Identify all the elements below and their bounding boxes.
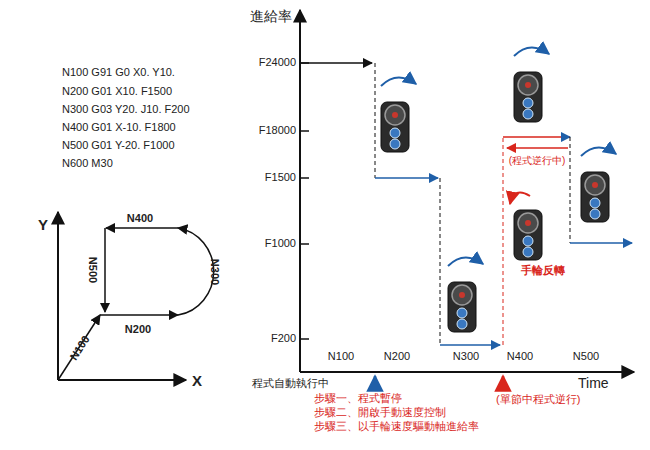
step-dash <box>375 63 376 178</box>
step-note: 步驟二、開啟手動速度控制 <box>314 406 446 419</box>
axis-title: 進給率 <box>250 8 292 25</box>
handwheel <box>514 210 542 260</box>
reverse-rotation-arrow <box>510 192 530 204</box>
tick-label: F1000 <box>265 237 296 250</box>
tick-label: F18000 <box>259 124 296 137</box>
rotation-arrow <box>514 47 549 56</box>
handwheel <box>381 102 409 152</box>
rotation-arrow <box>448 257 483 266</box>
program-line: N300 G03 Y20. J10. F200 <box>62 103 190 116</box>
rotation-arrow <box>581 147 616 156</box>
feed-trace <box>300 62 372 64</box>
tick <box>300 130 309 132</box>
block-label: N300 <box>207 259 220 285</box>
ticks <box>300 63 309 339</box>
tick <box>300 177 309 179</box>
state-note: 手輪反轉 <box>521 264 565 277</box>
event-arrow <box>502 376 505 388</box>
step-dash <box>570 137 571 243</box>
feed-axis <box>299 10 301 372</box>
tick-label: F200 <box>271 332 296 345</box>
program-line: N500 G01 Y-20. F1000 <box>62 139 175 152</box>
step-note: 步驟三、以手輪速度驅動軸進給率 <box>314 420 479 433</box>
tick <box>300 338 309 340</box>
block-label: N300 <box>453 350 479 363</box>
block-label: N200 <box>384 350 410 363</box>
step-dash <box>503 137 504 345</box>
block-label: N100 <box>67 333 92 362</box>
y-axis <box>57 212 59 380</box>
block-label: N500 <box>573 350 599 363</box>
feed-trace <box>570 242 632 244</box>
x-axis <box>58 379 186 381</box>
tick-label: F1500 <box>265 171 296 184</box>
feed-trace <box>503 136 570 138</box>
time-axis <box>300 371 634 373</box>
block-label: N400 <box>127 212 153 225</box>
path-segment <box>58 315 100 380</box>
path-segment <box>100 314 178 316</box>
program-line: N600 M30 <box>62 157 113 170</box>
handwheel <box>514 72 542 122</box>
block-label: N400 <box>507 350 533 363</box>
block-label: N100 <box>328 350 354 363</box>
program-line: N400 G01 X-10. F1800 <box>62 121 176 134</box>
tick <box>300 243 309 245</box>
feed-trace <box>375 177 438 179</box>
path-arc <box>178 228 214 315</box>
program-line: N200 G01 X10. F1500 <box>62 85 172 98</box>
handwheel <box>448 282 476 332</box>
path-segment <box>104 228 106 312</box>
axis-label: Y <box>38 216 48 234</box>
axis-title: Time <box>578 375 609 392</box>
handwheel <box>581 172 609 222</box>
block-label: N500 <box>85 257 98 283</box>
program-line: N100 G91 G0 X0. Y10. <box>62 66 175 79</box>
reverse-arrow <box>507 147 568 149</box>
step-dash <box>440 178 441 345</box>
block-label: N200 <box>125 323 151 336</box>
tick-label: F24000 <box>259 56 296 69</box>
status-note: 程式自動執行中 <box>252 377 329 390</box>
axis-label: X <box>192 372 202 390</box>
rotation-arrow <box>381 77 416 86</box>
event-note: (單節中程式逆行) <box>496 393 580 406</box>
state-note: (程式逆行中) <box>509 155 566 167</box>
path-segment <box>106 227 178 229</box>
feed-trace <box>440 344 500 346</box>
event-arrow <box>374 376 377 388</box>
step-note: 步驟一、程式暫停 <box>314 392 402 405</box>
